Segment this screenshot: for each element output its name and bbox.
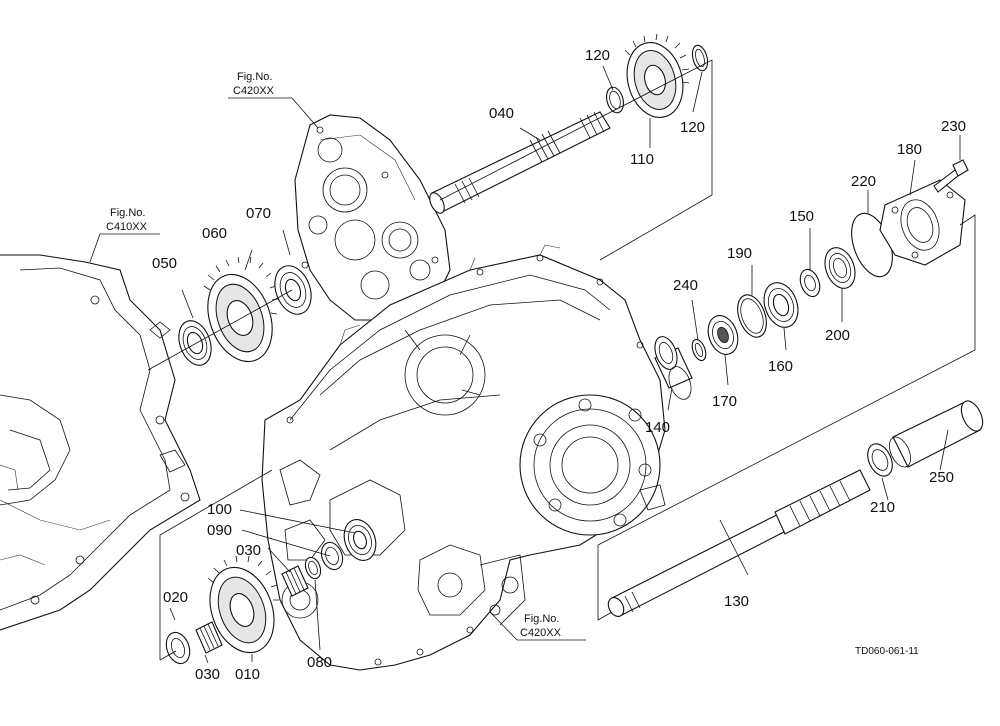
main-housing	[261, 244, 666, 671]
part-label-120-left: 120	[585, 47, 610, 64]
left-case-housing	[0, 254, 201, 631]
part-label-170: 170	[712, 393, 737, 410]
part-label-190: 190	[727, 245, 752, 262]
part-label-060: 060	[202, 225, 227, 242]
part-label-040: 040	[489, 105, 514, 122]
pto-shaft-130	[607, 469, 871, 618]
front-cover-plate	[294, 114, 451, 321]
bearing-070	[274, 265, 312, 315]
needle-bearing-030-upper	[281, 565, 309, 597]
part-label-020: 020	[163, 589, 188, 606]
part-label-080: 080	[307, 654, 332, 671]
gear-110	[624, 33, 690, 118]
part-label-030-lower: 030	[195, 666, 220, 683]
needle-bearing-030-lower	[195, 621, 223, 654]
fig-ref-bottom-line2: C420XX	[520, 627, 562, 639]
part-label-230: 230	[941, 118, 966, 135]
fig-ref-top-line2: C420XX	[233, 85, 275, 97]
drawing-code: TD060-061-11	[855, 646, 919, 657]
bearing-170	[707, 315, 739, 355]
bearing-140	[654, 336, 693, 400]
part-label-090: 090	[207, 522, 232, 539]
part-label-120-right: 120	[680, 119, 705, 136]
part-label-150: 150	[789, 208, 814, 225]
gear-060	[203, 256, 279, 363]
snap-ring-190	[737, 294, 767, 338]
part-label-140: 140	[645, 419, 670, 436]
fig-ref-bottom: Fig.No. C420XX	[489, 611, 586, 641]
leader-lines	[147, 59, 976, 664]
snap-ring-120-right	[691, 44, 709, 72]
fig-ref-left-line2: C410XX	[106, 221, 148, 233]
collar-150	[799, 268, 821, 298]
part-label-200: 200	[825, 327, 850, 344]
snap-ring-080	[304, 556, 322, 580]
gear-010	[207, 555, 279, 654]
part-label-130: 130	[724, 593, 749, 610]
part-label-240: 240	[673, 277, 698, 294]
fig-ref-top-line1: Fig.No.	[237, 71, 272, 83]
collar-090	[320, 541, 344, 571]
bolt-230	[933, 159, 969, 193]
fig-ref-left: Fig.No. C410XX	[89, 207, 160, 263]
bearing-160	[763, 282, 799, 328]
part-label-110: 110	[630, 151, 654, 168]
fig-ref-left-line1: Fig.No.	[110, 207, 145, 219]
sleeve-250	[889, 400, 984, 468]
bearing-210	[867, 443, 893, 477]
part-labels: 010 020 030 030 040 050 060 070 080 090 …	[152, 47, 966, 683]
snap-ring-240	[691, 338, 707, 362]
oil-seal-200	[824, 247, 856, 289]
part-label-180: 180	[897, 141, 922, 158]
collar-020	[165, 631, 191, 665]
bearing-case-180	[879, 179, 966, 266]
part-label-160: 160	[768, 358, 793, 375]
part-label-070: 070	[246, 205, 271, 222]
fig-ref-top: Fig.No. C420XX	[228, 71, 319, 129]
part-label-030-upper: 030	[236, 542, 261, 559]
bearing-050	[178, 320, 212, 366]
upper-shaft-040	[429, 111, 611, 214]
part-label-100: 100	[207, 501, 232, 518]
fig-ref-bottom-line1: Fig.No.	[524, 613, 559, 625]
part-label-210: 210	[870, 499, 895, 516]
bearing-100	[343, 519, 377, 561]
part-label-050: 050	[152, 255, 177, 272]
part-label-220: 220	[851, 173, 876, 190]
part-label-250: 250	[929, 469, 954, 486]
part-label-010: 010	[235, 666, 260, 683]
